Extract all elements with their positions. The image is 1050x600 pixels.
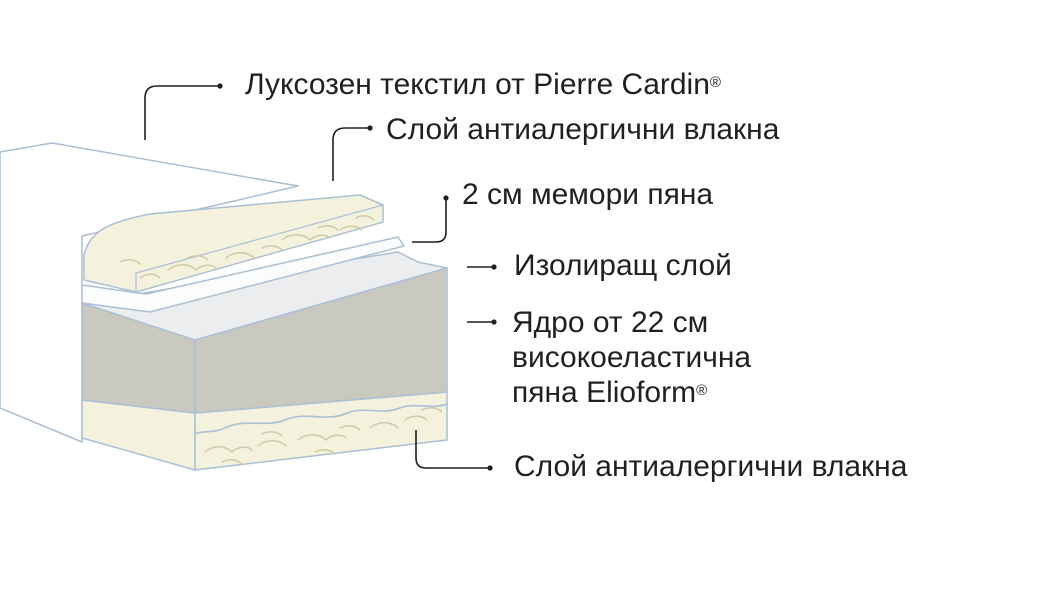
- label-top-fiber-layer-text: Слой антиалергични влакна: [386, 113, 780, 146]
- leader-fiber-top: [332, 127, 370, 181]
- top-fiber-texture: [119, 215, 375, 279]
- leader-fiber-bottom: [415, 430, 490, 469]
- bottom-fiber-texture: [204, 407, 443, 465]
- label-memory-foam: 2 см мемори пяна: [462, 178, 713, 212]
- leader-dots: [217, 83, 497, 471]
- label-bottom-fiber-layer-text: Слой антиалергични влакна: [514, 450, 908, 483]
- label-luxury-textile: Луксозен текстил от Pierre Cardin®: [245, 68, 721, 102]
- label-luxury-textile-text: Луксозен текстил от Pierre Cardin: [245, 68, 710, 101]
- registered-mark: ®: [696, 382, 708, 399]
- label-core-line-2: високоеластична: [512, 341, 752, 374]
- label-core-line-3: пяна Elioform: [512, 376, 697, 409]
- leader-memory: [412, 198, 447, 243]
- insulating-layer-top: [81, 251, 448, 341]
- label-top-fiber-layer: Слой антиалергични влакна: [386, 113, 779, 147]
- label-core-line-1: Ядро от 22 см: [512, 306, 709, 339]
- leader-lines: [144, 85, 494, 469]
- leader-textile: [144, 85, 220, 140]
- label-memory-foam-text: 2 см мемори пяна: [462, 178, 714, 211]
- label-core: Ядро от 22 см високоеластична пяна Eliof…: [512, 305, 751, 410]
- label-bottom-fiber-layer: Слой антиалергични влакна: [514, 450, 907, 484]
- label-core-line-3-wrap: пяна Elioform®: [512, 375, 751, 410]
- label-insulating-layer: Изолиращ слой: [514, 249, 732, 283]
- label-insulating-layer-text: Изолиращ слой: [514, 249, 732, 282]
- registered-mark: ®: [709, 74, 721, 91]
- memory-foam-layer: [81, 236, 405, 313]
